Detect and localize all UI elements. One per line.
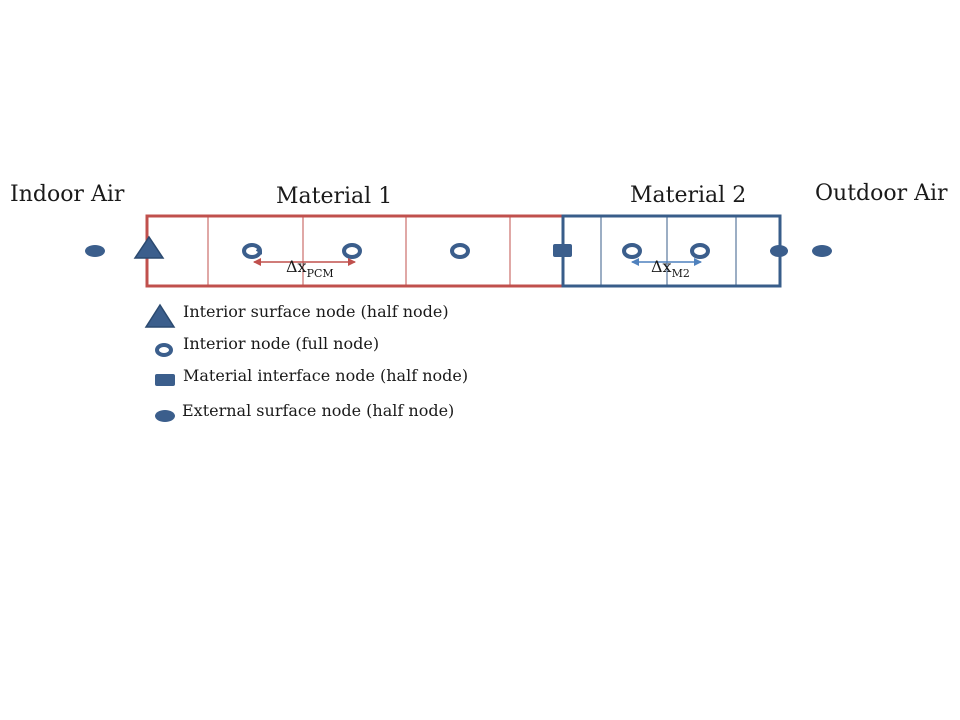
material-1-box xyxy=(145,214,565,288)
material-1-label: Material 1 xyxy=(276,184,393,209)
interior-node xyxy=(690,243,710,259)
interior-surface-node xyxy=(133,235,165,259)
legend-square-icon xyxy=(155,374,175,386)
material-interface-node xyxy=(553,244,572,257)
legend-item-external-surface: External surface node (half node) xyxy=(182,401,455,420)
external-surface-node xyxy=(770,245,788,257)
legend-interior-node-icon xyxy=(155,343,173,357)
dx-pcm-label: ΔxPCM xyxy=(286,257,334,280)
indoor-air-node xyxy=(85,245,105,257)
outdoor-air-node xyxy=(812,245,832,257)
legend-item-interior-surface: Interior surface node (half node) xyxy=(183,302,449,321)
legend-item-material-interface: Material interface node (half node) xyxy=(183,366,469,385)
indoor-air-label: Indoor Air xyxy=(10,182,125,207)
interior-node xyxy=(242,243,263,259)
interior-node xyxy=(622,243,642,259)
legend-item-interior-node: Interior node (full node) xyxy=(183,334,380,353)
material-2-label: Material 2 xyxy=(630,183,747,208)
legend-ellipse-icon xyxy=(155,410,175,422)
interior-node xyxy=(450,243,470,259)
interior-node xyxy=(342,243,362,259)
outdoor-air-label: Outdoor Air xyxy=(815,181,948,206)
legend-triangle-icon xyxy=(144,303,176,328)
dx-m2-label: ΔxM2 xyxy=(651,257,690,280)
